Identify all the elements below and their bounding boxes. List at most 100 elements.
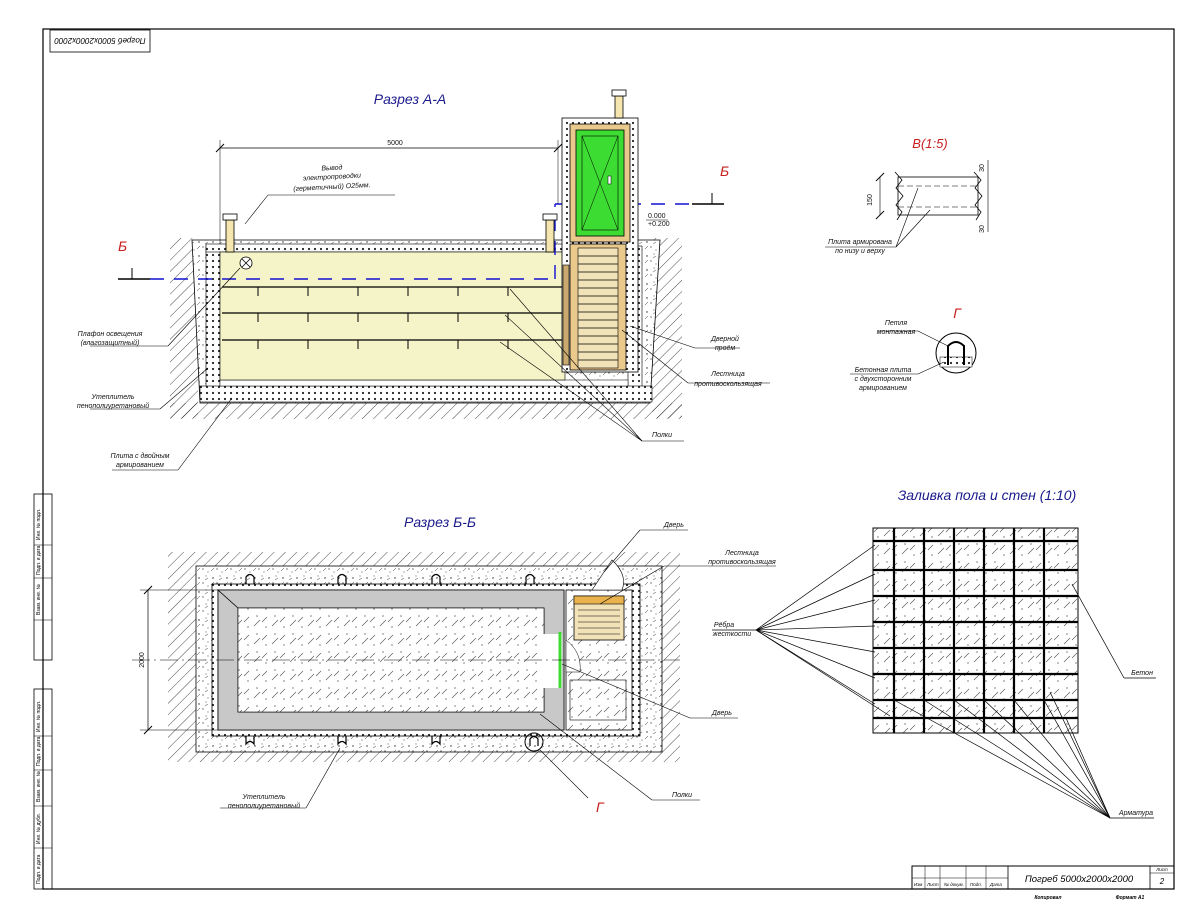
note-lamp-1: Плафон освещения [78, 331, 143, 338]
note-shelves-aa: Полки [652, 432, 672, 439]
pour-detail: Заливка пола и стен (1:10) [712, 487, 1156, 819]
tb-copied: Копировал [1034, 895, 1062, 901]
note-g-slab-2: с двухсторонним [855, 375, 912, 383]
shelves-aa [222, 286, 563, 341]
dim-v-bot: 30 [979, 225, 986, 233]
vent-pipe-right [542, 213, 558, 253]
note-g-loop-2: монтажная [877, 329, 916, 336]
roof-slab [205, 243, 567, 253]
tb-format: Формат А1 [1116, 895, 1145, 901]
side-stamp-upper: Инв. № подл. Подп. и дата Взам. инв. № [33, 493, 53, 661]
vent-pipe-left [222, 213, 238, 253]
tb-name: Погреб 5000x2000x2000 [1025, 874, 1134, 885]
side-lower-2: Подп. и дата [36, 736, 42, 766]
door-swing-bb [591, 559, 624, 591]
pour-grid-lines [873, 528, 1078, 733]
side-lower-1: Инв. № подл. [36, 701, 42, 732]
level-mark-a: 0.000 [648, 213, 666, 220]
floor-slab-inner [219, 379, 629, 387]
lamp-icon [239, 256, 253, 270]
mark-g-bb: Г [596, 799, 605, 815]
section-aa-title: Разрез А-А [374, 91, 446, 107]
note-stairs-aa-2: противоскользящая [694, 381, 762, 388]
note-shelves-bb: Полки [672, 792, 692, 799]
section-bb-title: Разрез Б-Б [404, 514, 476, 530]
side-upper-1: Инв. № подл. [36, 509, 42, 540]
note-ribs-2: жесткости [712, 631, 751, 638]
note-v-2: по низу и верху [835, 248, 885, 255]
stair-treads-bb [578, 609, 620, 635]
note-g-loop-1: Петля [885, 320, 908, 327]
note-v-1: Плита армирована [828, 239, 892, 246]
ribs-leaders [712, 544, 891, 717]
loops-top [245, 573, 535, 584]
sheet-frame [42, 28, 1175, 890]
stair-treads [578, 255, 618, 361]
note-stairs-aa-1: Лестница [710, 371, 745, 378]
loops-bottom [245, 736, 441, 746]
detail-v-title: В(1:5) [912, 136, 947, 151]
door-aa [575, 129, 625, 237]
top-stamp: Погреб 5000x2000x2000 [49, 29, 151, 53]
note-insulation-1: Утеплитель [90, 394, 134, 401]
tb-col-2: Лист [926, 882, 939, 887]
pour-grid-frame [872, 527, 1079, 734]
note-insulation-bb-1: Утеплитель [241, 794, 285, 801]
rebar-leaders [893, 691, 1154, 819]
side-lower-4: Инв. № дубл. [36, 813, 42, 844]
dim-v-150: 150 [867, 194, 874, 206]
side-upper-2: Подп. и дата [36, 545, 42, 575]
note-rebar: Арматура [1118, 810, 1153, 817]
side-upper-3: Взам. инв. № [36, 584, 42, 615]
note-slab-1: Плита с двойным [111, 452, 170, 460]
note-electrical-2: электропроводки [303, 171, 362, 182]
tb-col-1: Изм [914, 882, 922, 887]
note-ribs-1: Рёбра [714, 621, 734, 629]
note-stairs-bb-2: противоскользящая [708, 559, 776, 566]
note-stairs-bb-1: Лестница [724, 550, 759, 557]
slab-section [897, 176, 979, 216]
section-aa: Разрез А-А [77, 89, 770, 471]
inner-door-aa [562, 264, 570, 366]
loop-marker-g [524, 732, 544, 752]
side-lower-3: Взам. инв. № [36, 771, 42, 802]
note-door-aa-1: Дверной [710, 335, 739, 343]
door-handle [607, 175, 612, 185]
note-door-bb-bottom: Дверь [711, 710, 732, 717]
cellar-interior [219, 251, 566, 381]
note-electrical-3: (герметичный) О25мм. [293, 181, 371, 193]
detail-g: Г Петля монтажная Бетонная плита с двухс… [850, 305, 977, 392]
note-insulation-bb-2: пенополиуретановый [228, 802, 300, 810]
pour-detail-title: Заливка пола и стен (1:10) [898, 487, 1077, 503]
cut-mark-left: Б [118, 238, 127, 254]
note-insulation-2: пенополиуретановый [77, 402, 149, 410]
tb-sheet-label: Лист [1155, 867, 1168, 872]
note-door-aa-2: проём [715, 345, 736, 352]
side-lower-5: Подп. и дата [36, 854, 42, 884]
dim-v-top: 30 [979, 164, 986, 172]
note-electrical-1: Вывод [321, 163, 343, 172]
vent-tower [614, 95, 624, 119]
tb-col-5: Дата [989, 882, 1002, 887]
top-stamp-text: Погреб 5000x2000x2000 [54, 36, 146, 45]
wall-left [205, 245, 221, 389]
note-slab-2: армированием [116, 462, 164, 469]
note-g-slab-3: армированием [859, 385, 907, 392]
note-concrete: Бетон [1131, 670, 1153, 677]
floor-slab [199, 385, 653, 403]
loop-icon [947, 341, 965, 365]
note-lamp-2: (влагозащитный) [81, 339, 140, 347]
note-door-bb-top: Дверь [663, 522, 684, 529]
cut-mark-right: Б [720, 163, 729, 179]
dim-5000: 5000 [387, 140, 403, 147]
tb-col-4: Подп. [970, 882, 982, 887]
title-block: Изм Лист № докум. Подп. Дата Погреб 5000… [911, 865, 1175, 901]
detail-g-title: Г [953, 305, 962, 321]
note-g-slab-1: Бетонная плита [855, 367, 912, 374]
tb-sheet-no: 2 [1159, 877, 1165, 886]
section-bb: Разрез Б-Б [132, 514, 776, 815]
tb-col-3: № докум. [944, 882, 964, 887]
detail-v: В(1:5) 150 30 30 Плита армирована по низ… [825, 136, 989, 255]
side-stamp-lower: Инв. № подл. Подп. и дата Взам. инв. № И… [33, 688, 53, 890]
